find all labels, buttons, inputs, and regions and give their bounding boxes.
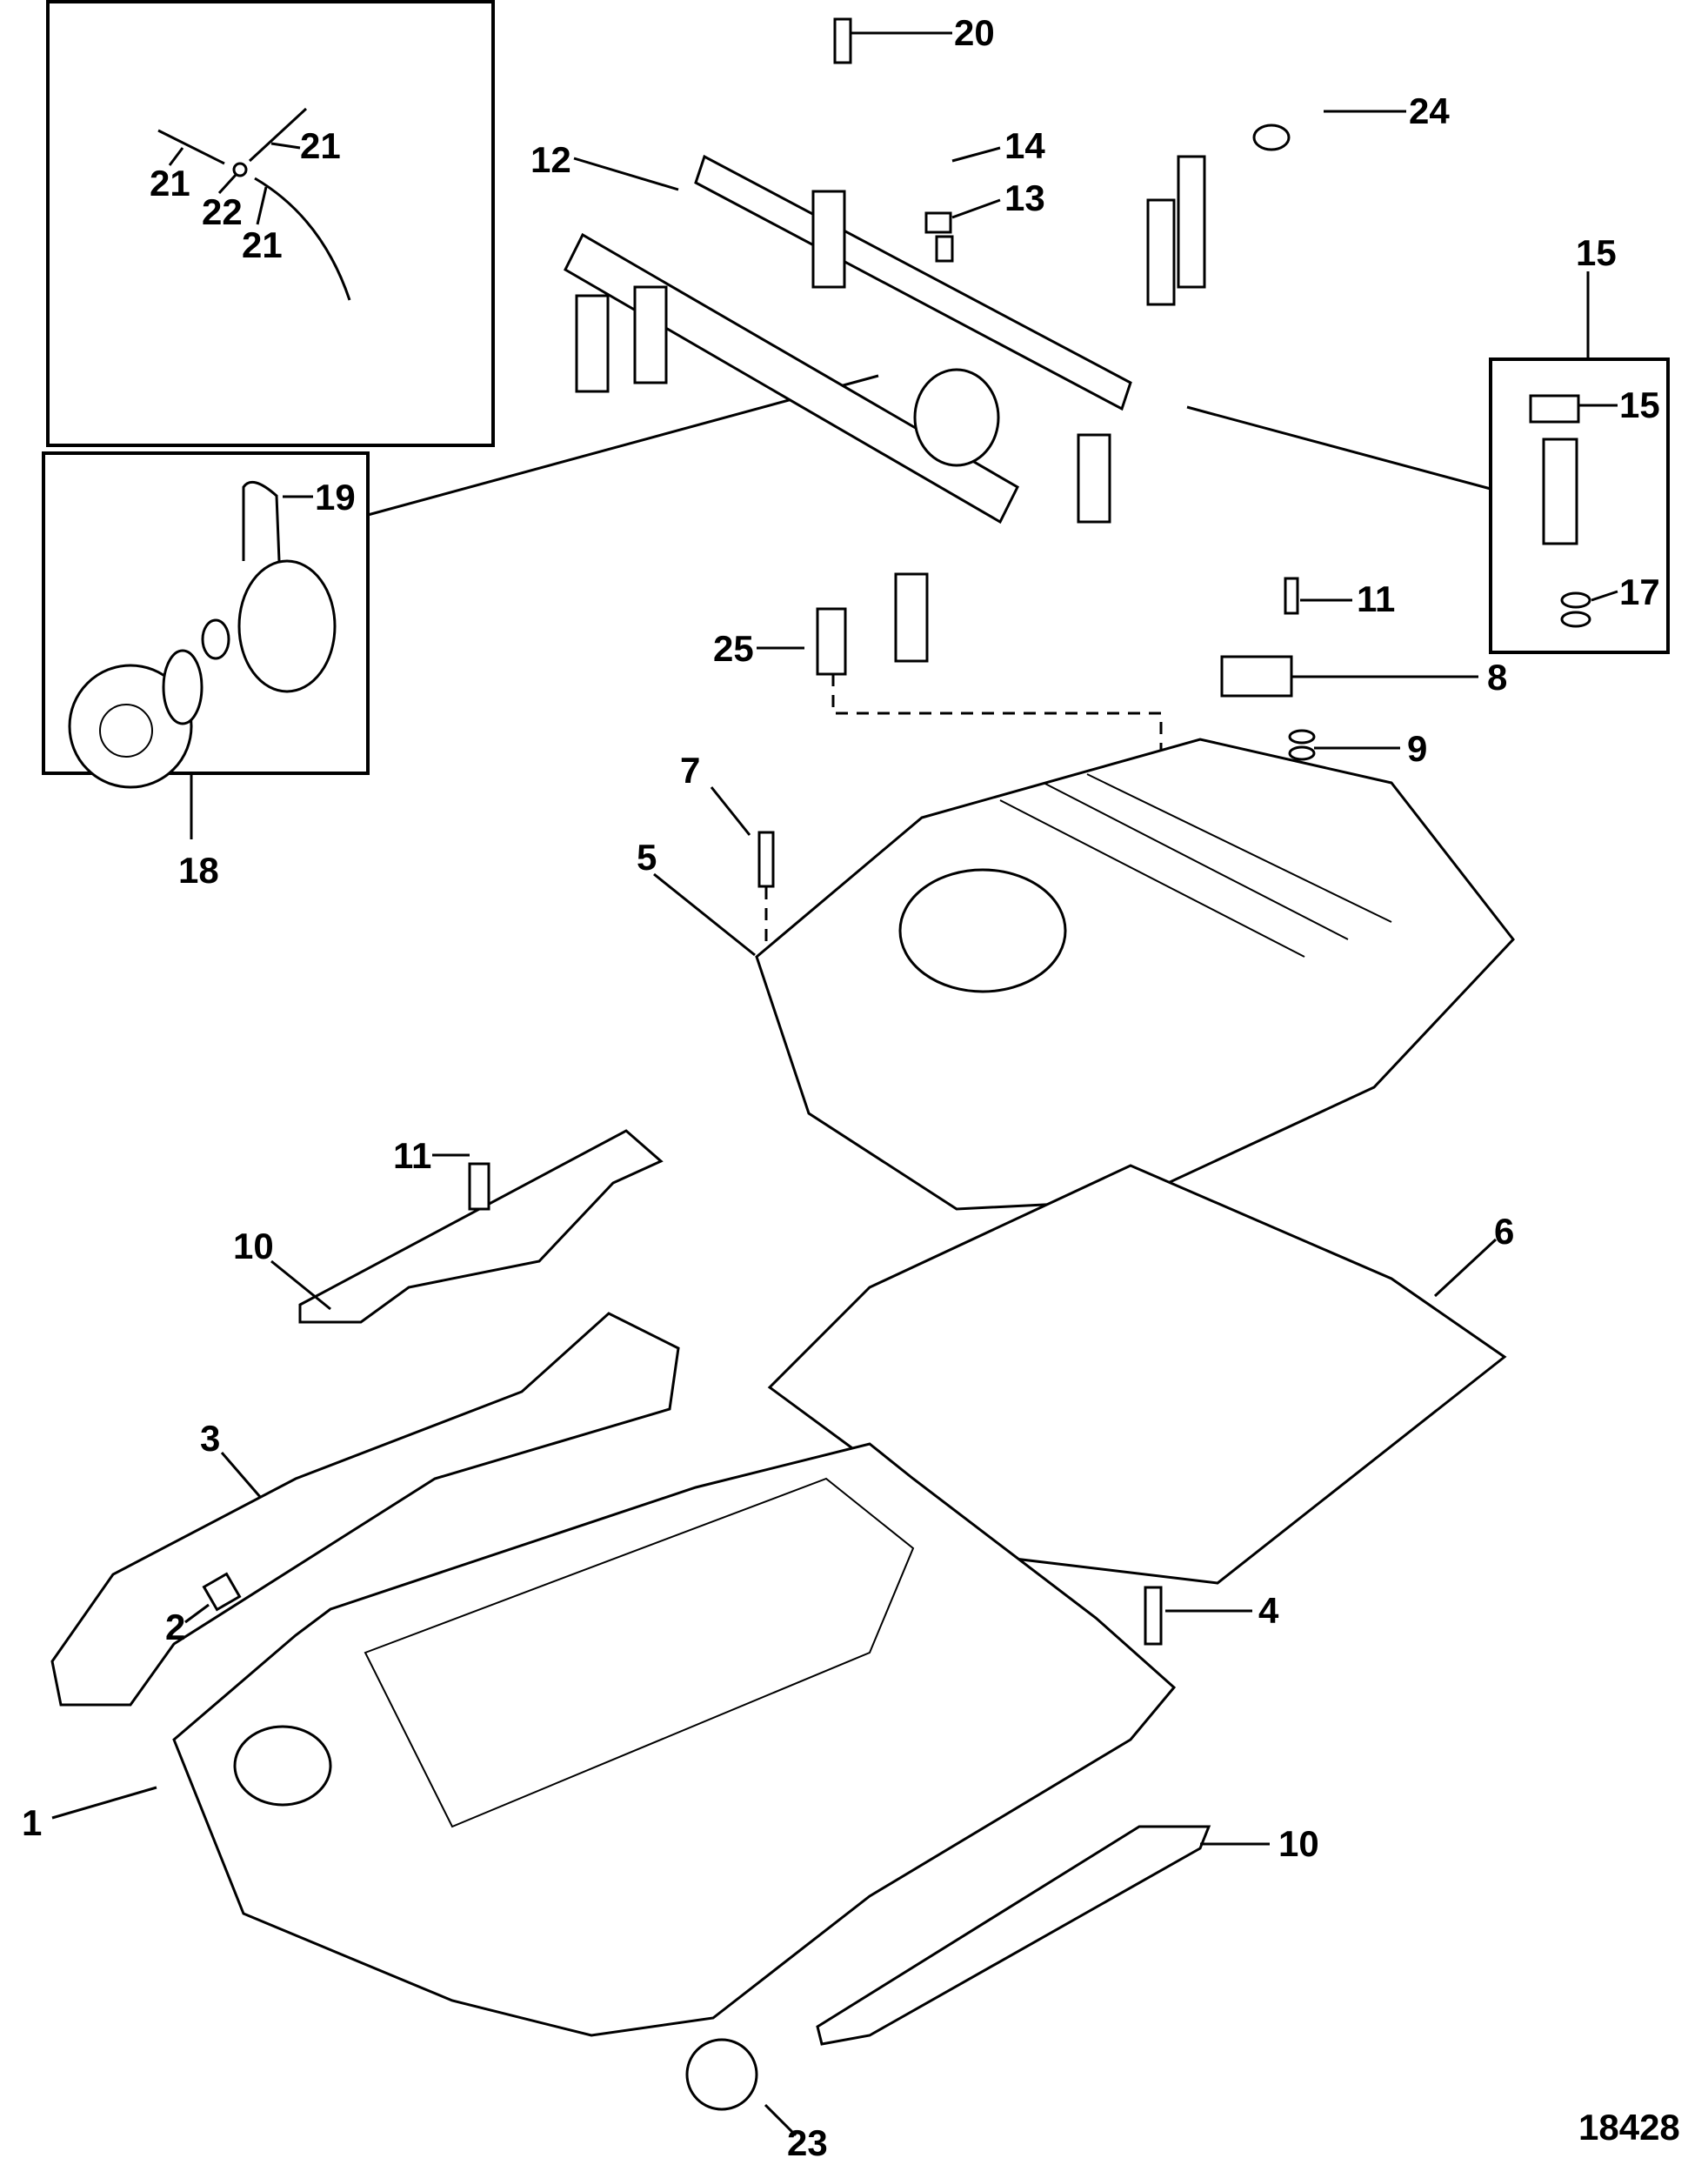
callout-6: 6 bbox=[1494, 1211, 1514, 1252]
part-11-lower bbox=[468, 1162, 490, 1211]
callout-14: 14 bbox=[1004, 125, 1045, 166]
callout-3: 3 bbox=[200, 1418, 220, 1459]
callout-12: 12 bbox=[530, 139, 571, 180]
callout-19: 19 bbox=[315, 477, 356, 518]
callout-11b: 11 bbox=[393, 1135, 431, 1176]
callout-1: 1 bbox=[22, 1802, 42, 1843]
part-3-gasket bbox=[50, 1312, 680, 1707]
figure-number: 18428 bbox=[1578, 2107, 1680, 2148]
part-14 bbox=[924, 211, 952, 234]
part-23 bbox=[685, 2038, 758, 2111]
callout-20: 20 bbox=[954, 12, 995, 53]
callout-8: 8 bbox=[1487, 657, 1507, 698]
fuel-rail bbox=[564, 154, 1206, 663]
upper-intake-manifold bbox=[755, 738, 1515, 1211]
callout-10b: 10 bbox=[1278, 1823, 1319, 1864]
callout-21a: 21 bbox=[150, 163, 190, 204]
callout-15: 15 bbox=[1576, 232, 1617, 273]
part-6-gasket bbox=[767, 1164, 1507, 1585]
routing-dashed-line bbox=[831, 674, 1163, 765]
callout-9: 9 bbox=[1407, 728, 1427, 769]
wire-harness bbox=[157, 107, 351, 301]
callout-25: 25 bbox=[713, 628, 754, 669]
callout-4: 4 bbox=[1258, 1590, 1279, 1631]
callout-21b: 21 bbox=[300, 125, 341, 166]
inset-pressure-regulator bbox=[42, 451, 370, 775]
part-8 bbox=[1220, 655, 1293, 698]
callout-2: 2 bbox=[165, 1607, 185, 1647]
callout-13: 13 bbox=[1004, 177, 1045, 218]
inset-wire-harness bbox=[46, 0, 495, 447]
part-10-lower bbox=[816, 1825, 1211, 2046]
callout-17: 17 bbox=[1619, 571, 1660, 612]
part-7 bbox=[757, 831, 775, 888]
callout-11a: 11 bbox=[1357, 578, 1395, 619]
callout-5: 5 bbox=[637, 837, 657, 878]
callout-23: 23 bbox=[787, 2122, 828, 2158]
part-24 bbox=[1252, 124, 1291, 151]
callout-22: 22 bbox=[202, 191, 243, 232]
lower-intake-manifold bbox=[172, 1442, 1177, 2037]
part-2 bbox=[202, 1572, 242, 1612]
callout-24: 24 bbox=[1409, 90, 1450, 131]
part-4 bbox=[1144, 1586, 1163, 1646]
part-13 bbox=[935, 235, 954, 263]
callout-16: 15 bbox=[1619, 384, 1660, 425]
injector-detail bbox=[1529, 394, 1591, 628]
callout-21c: 21 bbox=[242, 224, 283, 265]
part-20 bbox=[833, 17, 852, 64]
inset-injector-kit bbox=[1489, 357, 1670, 654]
callout-10a: 10 bbox=[233, 1226, 274, 1266]
part-11-top bbox=[1284, 577, 1299, 615]
regulator-parts bbox=[68, 480, 337, 789]
callout-18: 18 bbox=[178, 850, 219, 891]
part-10-upper bbox=[298, 1129, 664, 1324]
part-25 bbox=[816, 607, 847, 676]
callout-7: 7 bbox=[680, 750, 700, 791]
part-9 bbox=[1288, 729, 1316, 745]
